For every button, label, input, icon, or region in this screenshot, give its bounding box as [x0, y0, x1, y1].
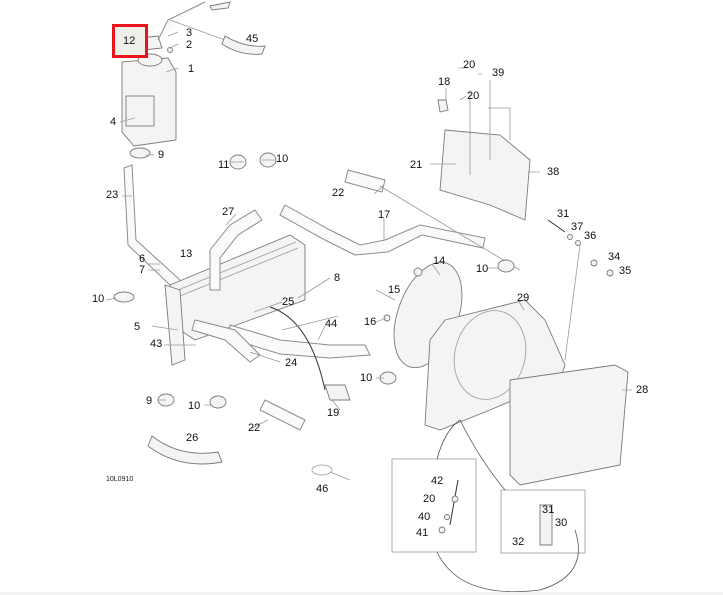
callout-10-left[interactable]: 10 — [92, 293, 105, 305]
highlighted-callout-12[interactable]: 12 — [112, 24, 148, 58]
hose-22-upper — [344, 169, 386, 193]
callout-25[interactable]: 25 — [282, 296, 295, 308]
callout-36[interactable]: 37 — [571, 221, 584, 233]
callout-37[interactable]: 38 — [547, 166, 560, 178]
detail-box-right — [500, 489, 586, 554]
callout-18-bottom[interactable]: 19 — [327, 407, 340, 419]
callout-12-label: 12 — [123, 35, 136, 47]
callout-34[interactable]: 35 — [619, 265, 632, 277]
callout-42[interactable]: 43 — [150, 338, 163, 350]
callout-20-top[interactable]: 20 — [467, 90, 480, 102]
detail-box-left — [391, 458, 477, 553]
callout-17[interactable]: 17 — [378, 209, 391, 221]
callout-1[interactable]: 1 — [188, 63, 195, 75]
callout-9-top[interactable]: 9 — [158, 149, 165, 161]
hose-22-lower — [259, 399, 306, 431]
callout-5[interactable]: 5 — [134, 321, 141, 333]
callout-30[interactable]: 30 — [555, 517, 568, 529]
spiral-guard-26 — [147, 435, 223, 465]
callout-39[interactable]: 40 — [418, 511, 431, 523]
callout-41[interactable]: 42 — [431, 475, 444, 487]
callout-43[interactable]: 44 — [325, 318, 338, 330]
callout-18-top[interactable]: 18 — [438, 76, 451, 88]
callout-8[interactable]: 8 — [334, 272, 341, 284]
callout-9-bottom[interactable]: 9 — [146, 395, 153, 407]
callout-6[interactable]: 6 — [139, 253, 146, 265]
callout-45[interactable]: 46 — [316, 483, 329, 495]
callout-3[interactable]: 3 — [186, 27, 193, 39]
callout-20-detail[interactable]: 20 — [423, 493, 436, 505]
callout-4[interactable]: 4 — [110, 116, 117, 128]
hose-23 — [123, 164, 196, 297]
callout-11[interactable]: 11 — [218, 159, 230, 171]
callout-40[interactable]: 41 — [416, 527, 429, 539]
callout-24[interactable]: 24 — [285, 357, 298, 369]
hose-27 — [209, 209, 263, 291]
callout-32[interactable]: 32 — [512, 536, 525, 548]
callout-2[interactable]: 2 — [186, 39, 193, 51]
callout-28[interactable]: 28 — [636, 384, 649, 396]
callout-15[interactable]: 15 — [388, 284, 401, 296]
callout-29[interactable]: 29 — [517, 292, 530, 304]
bottom-strip — [0, 592, 723, 595]
drawing-code: 10L0910 — [106, 476, 134, 483]
callout-10-bottom[interactable]: 10 — [188, 400, 201, 412]
callout-44[interactable]: 45 — [246, 33, 259, 45]
callout-16[interactable]: 16 — [364, 316, 377, 328]
callout-10-top[interactable]: 10 — [276, 153, 289, 165]
callout-27[interactable]: 27 — [222, 206, 235, 218]
callout-21[interactable]: 21 — [410, 159, 423, 171]
callout-23[interactable]: 23 — [106, 189, 119, 201]
callout-10-right[interactable]: 10 — [476, 263, 489, 275]
callout-38[interactable]: 39 — [492, 67, 505, 79]
callout-31-detail[interactable]: 31 — [542, 504, 555, 516]
callout-19[interactable]: 20 — [463, 59, 476, 71]
callout-33[interactable]: 34 — [608, 251, 621, 263]
callout-26[interactable]: 26 — [186, 432, 199, 444]
spiral-guard-44 — [221, 35, 266, 55]
callout-13[interactable]: 13 — [180, 248, 193, 260]
heat-exchanger — [509, 364, 629, 486]
bracket-37 — [439, 129, 531, 221]
overflow-hose — [157, 1, 206, 41]
callout-10-mid[interactable]: 10 — [360, 372, 373, 384]
callout-35[interactable]: 36 — [584, 230, 597, 242]
callout-22-bottom[interactable]: 22 — [248, 422, 261, 434]
callout-31-top[interactable]: 31 — [557, 208, 570, 220]
callout-14[interactable]: 14 — [433, 255, 446, 267]
callout-7[interactable]: 7 — [139, 264, 146, 276]
callout-22-top[interactable]: 22 — [332, 187, 345, 199]
